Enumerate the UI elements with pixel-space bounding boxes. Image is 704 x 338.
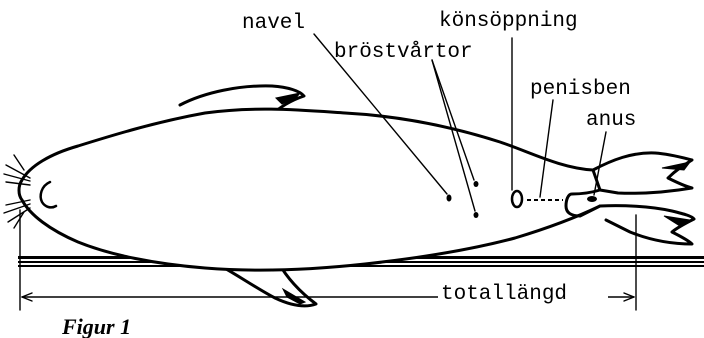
label-baculum: penisben [530, 78, 631, 101]
leader-lines [313, 33, 607, 212]
front-flipper-top-claw [274, 92, 302, 105]
hind-flipper-bottom-claw [663, 215, 692, 227]
hind-flipper-top [591, 151, 694, 195]
navel-mark [446, 194, 452, 202]
label-genital-opening: könsöppning [439, 10, 578, 33]
nipple-mark-lower [473, 212, 479, 218]
length-label-bg [438, 280, 608, 304]
label-total-length: totallängd [441, 283, 567, 306]
anus-mark [587, 196, 597, 202]
nipple-mark-upper [473, 181, 479, 187]
hind-flipper-top-claw [661, 161, 692, 171]
label-navel: navel [242, 12, 305, 35]
whiskers [3, 154, 31, 229]
seal-nose [39, 180, 58, 209]
label-anus: anus [586, 109, 636, 132]
seal-body [17, 107, 602, 272]
label-nipples: bröstvårtor [334, 41, 473, 64]
genital-opening-mark [510, 189, 524, 209]
figure-caption: Figur 1 [61, 314, 131, 338]
front-flipper-top [178, 84, 306, 127]
